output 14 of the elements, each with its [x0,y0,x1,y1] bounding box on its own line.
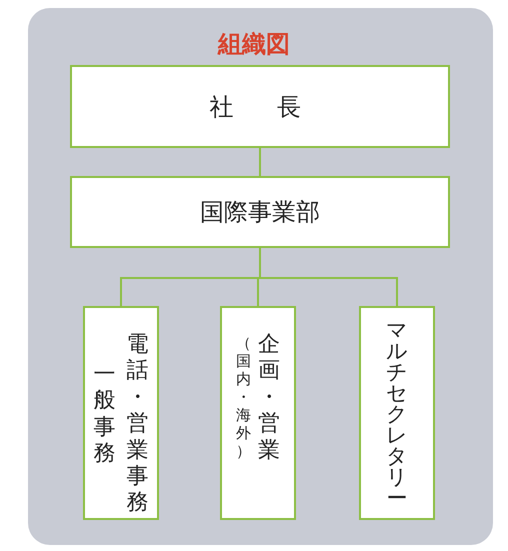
box-label: 社 長 [210,92,310,120]
department-box [83,306,159,520]
connector-line [259,148,261,176]
chart-title: 組織図 [218,30,290,58]
department-box [359,306,435,520]
box-label: 電話・営業事務 [126,332,150,517]
box-label: （国内・海外） [236,334,252,460]
org-box [70,176,450,248]
box-label: 一般事務 [92,362,116,468]
box-label: 国際事業部 [200,198,320,226]
box-label: 企画・営業 [257,332,280,464]
org-box [70,65,450,148]
department-box [220,306,296,520]
box-label: マルチセクレタリー [386,320,408,509]
